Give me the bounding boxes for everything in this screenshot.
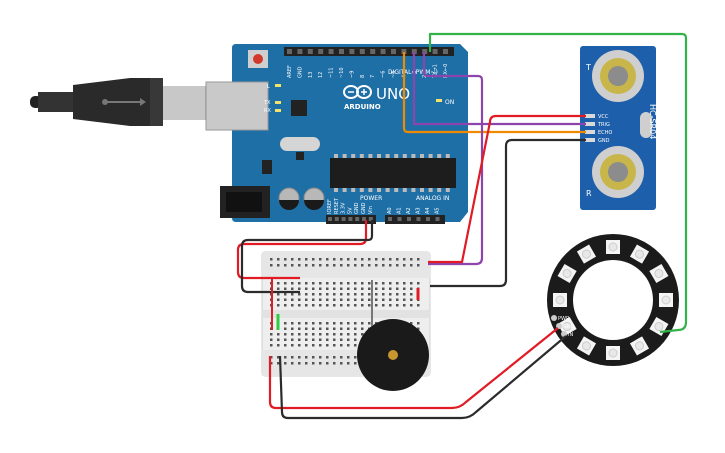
ring-pin-label: GND [563, 324, 575, 330]
transmitter [592, 50, 644, 102]
pin-label: A4 [425, 207, 431, 214]
pin-label: 8 [360, 75, 366, 78]
pin-label: ~10 [339, 67, 345, 78]
pin-label: 7 [370, 75, 376, 78]
ring-pin-label: PWR [558, 316, 570, 322]
led-rx [275, 109, 281, 112]
pin-label: RX←0 [443, 64, 449, 78]
sensor-crystal [640, 112, 652, 138]
ring-led [553, 293, 567, 307]
sensor-pin [585, 138, 595, 142]
pin-label: 12 [318, 72, 324, 78]
usb-icon [102, 98, 146, 106]
pin-label: Vin [368, 206, 374, 214]
pin-label: IOREF [327, 199, 333, 214]
brand-label: ARDUINO [344, 103, 381, 111]
pin-label: A1 [397, 207, 403, 214]
pin-label: GND [354, 202, 360, 214]
wire-black-gnd [240, 220, 374, 294]
pin-label: TX→1 [433, 64, 439, 79]
pin-label: A2 [406, 207, 412, 214]
reset-button [248, 50, 268, 68]
led-tx-label: TX [263, 100, 271, 106]
pin-label: GND [297, 66, 303, 78]
model-label: UNO [376, 85, 410, 103]
atmega-chip [330, 158, 456, 188]
pin-label: 13 [308, 72, 314, 78]
ring-pin-label: IN [568, 332, 573, 338]
pin-label: ~9 [349, 71, 355, 78]
wire-green-ring-data [428, 32, 688, 334]
ring-led [629, 336, 650, 356]
pin-label: A5 [435, 207, 441, 214]
led-l [275, 84, 281, 87]
pin-label: 5V [347, 207, 353, 214]
digital-header [284, 47, 454, 56]
sensor-pin [585, 122, 595, 126]
sensor-pin-label: TRIG [597, 122, 610, 128]
wire-red-5v [236, 220, 368, 280]
analog-header-label: ANALOG IN [416, 195, 449, 202]
neopixel-ring: PWR GND IN [547, 234, 679, 366]
ring-led [606, 240, 620, 254]
arduino-board: L TX RX ON ARDUINO UNO DIGITAL (PWM~) PO… [205, 44, 468, 224]
power-header-label: POWER [360, 195, 382, 202]
pin-label: ~11 [329, 67, 335, 78]
sensor-pin [585, 114, 595, 118]
ring-pin [551, 315, 557, 321]
led-l-label: L [267, 84, 270, 90]
t-label: T [585, 63, 591, 72]
receiver [592, 146, 644, 198]
pin-label: A3 [416, 207, 422, 214]
pin-label: ~5 [391, 71, 397, 78]
sensor-pin-label: VCC [598, 114, 609, 120]
wires [236, 32, 688, 420]
analog-header [385, 215, 445, 224]
piezo-buzzer [357, 319, 429, 391]
usb-cable [30, 78, 227, 126]
wire-black-sensor-gnd [430, 138, 586, 288]
arduino-logo-icon [343, 85, 372, 99]
ultrasonic-sensor: T R HC-SR04 VCC TRIG ECHO GND [580, 46, 657, 210]
usb-b-jack [206, 82, 268, 130]
sensor-pin-label: ECHO [598, 130, 612, 136]
capacitors [278, 187, 325, 210]
ring-led [629, 244, 650, 264]
ring-led [659, 293, 673, 307]
pin-label: 3.3V [341, 202, 347, 214]
on-label: ON [445, 99, 454, 106]
crystal [280, 137, 320, 151]
wire-purple-buzzer [422, 52, 484, 266]
ring-led [576, 336, 597, 356]
pin-label: A0 [387, 207, 393, 214]
led-on [436, 99, 442, 102]
pin-label: GND [361, 202, 367, 214]
r-label: R [586, 189, 592, 198]
wire-red-ring-power [268, 327, 559, 410]
ring-pin [561, 331, 567, 337]
pin-label: RESET [334, 197, 340, 214]
wire-purple-echo-sensor [412, 52, 586, 126]
usb-chip [291, 100, 307, 116]
ring-led [557, 263, 577, 284]
ring-led [557, 316, 577, 337]
led-rx-label: RX [264, 108, 271, 114]
sensor-pin-label: GND [598, 138, 610, 144]
ring-led [576, 244, 597, 264]
pin-label: ~6 [381, 71, 387, 78]
ring-led [606, 346, 620, 360]
led-tx [275, 101, 281, 104]
wire-red-sensor-vcc [428, 114, 586, 264]
sensor-name: HC-SR04 [648, 104, 657, 139]
pin-label: AREF [287, 65, 293, 78]
sensor-pin [585, 130, 595, 134]
wire-black-ring-gnd [278, 335, 567, 420]
ring-led [649, 263, 669, 284]
wire-orange-trig [402, 52, 586, 134]
